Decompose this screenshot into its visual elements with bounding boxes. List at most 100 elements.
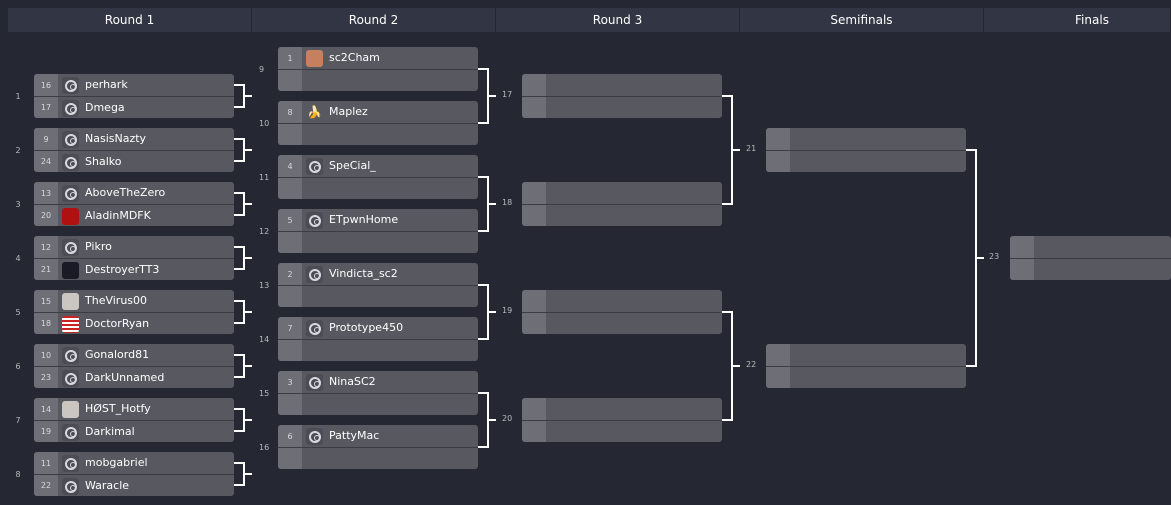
player-slot[interactable]	[278, 393, 478, 415]
match-card[interactable]	[522, 182, 722, 226]
seed-number: 24	[34, 151, 58, 172]
player-slot[interactable]	[522, 312, 722, 334]
player-slot[interactable]	[522, 204, 722, 226]
team-logo-icon	[62, 154, 79, 171]
player-slot[interactable]	[1010, 236, 1171, 258]
player-slot[interactable]	[1010, 258, 1171, 280]
player-avatar: 🍌	[307, 105, 322, 119]
player-slot[interactable]	[522, 182, 722, 204]
seed-number: 19	[34, 421, 58, 442]
seed-number	[766, 367, 790, 388]
player-slot[interactable]	[522, 290, 722, 312]
seed-number	[522, 313, 546, 334]
match-card[interactable]	[766, 128, 966, 172]
player-slot[interactable]	[278, 69, 478, 91]
bracket-line	[234, 408, 252, 432]
seed-number: 8	[278, 101, 302, 123]
match-card[interactable]: 8🍌Maplez	[278, 101, 478, 145]
seed-number: 3	[278, 371, 302, 393]
bracket-line	[478, 284, 496, 340]
match-card[interactable]	[522, 74, 722, 118]
player-name: DoctorRyan	[85, 317, 150, 330]
seed-number: 22	[34, 475, 58, 496]
player-name: Vindicta_sc2	[329, 267, 398, 280]
row-number: 6	[15, 362, 21, 371]
seed-number	[522, 182, 546, 204]
seed-number: 11	[34, 452, 58, 474]
player-slot[interactable]	[278, 231, 478, 253]
player-slot[interactable]	[278, 285, 478, 307]
player-slot[interactable]	[522, 74, 722, 96]
match-card[interactable]	[766, 344, 966, 388]
bracket-line	[478, 68, 496, 124]
player-slot[interactable]	[766, 150, 966, 172]
seed-number	[278, 340, 302, 361]
seed-number	[522, 205, 546, 226]
player-slot[interactable]	[522, 420, 722, 442]
player-slot[interactable]	[278, 339, 478, 361]
next-match-number: 15	[259, 389, 270, 398]
bracket-line	[234, 246, 252, 270]
player-slot[interactable]	[522, 398, 722, 420]
player-slot[interactable]	[522, 96, 722, 118]
player-slot[interactable]	[766, 344, 966, 366]
seed-number	[766, 151, 790, 172]
bracket-line	[234, 84, 252, 108]
player-name: AboveTheZero	[85, 186, 166, 199]
next-match-number: 11	[259, 173, 270, 182]
player-slot[interactable]	[278, 447, 478, 469]
player-slot[interactable]	[278, 123, 478, 145]
player-slot[interactable]	[766, 366, 966, 388]
match-card[interactable]	[522, 290, 722, 334]
seed-number	[278, 448, 302, 469]
player-slot[interactable]	[766, 128, 966, 150]
player-avatar	[306, 50, 323, 67]
round-header-bar: Round 1 Round 2 Round 3 Semifinals Final…	[0, 8, 1171, 32]
match-card[interactable]	[522, 398, 722, 442]
player-slot[interactable]	[278, 177, 478, 199]
next-match-number: 22	[746, 360, 757, 369]
player-slot[interactable]: 8🍌Maplez	[278, 101, 478, 123]
next-match-number: 18	[502, 198, 513, 207]
bracket-line	[234, 462, 252, 486]
match-card[interactable]	[1010, 236, 1171, 280]
